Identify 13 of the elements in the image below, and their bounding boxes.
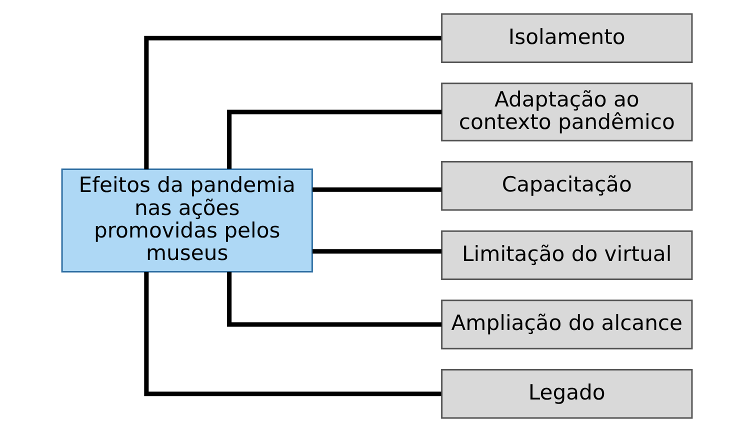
connector (144, 272, 442, 396)
node-box: Efeitos da pandemia nas ações promovidas pelos museus (61, 168, 313, 273)
node-box: Isolamento (441, 13, 693, 64)
node-box: Legado (441, 368, 693, 419)
connector (227, 272, 442, 327)
node-box: Ampliação do alcance (441, 300, 693, 350)
node-box: Limitação do virtual (441, 230, 693, 280)
connector (144, 36, 442, 170)
connector (312, 249, 442, 254)
node-box: Capacitação (441, 161, 693, 211)
node-box: Adaptação ao contexto pandêmico (441, 82, 693, 142)
connector (227, 110, 442, 169)
connector (312, 187, 442, 192)
